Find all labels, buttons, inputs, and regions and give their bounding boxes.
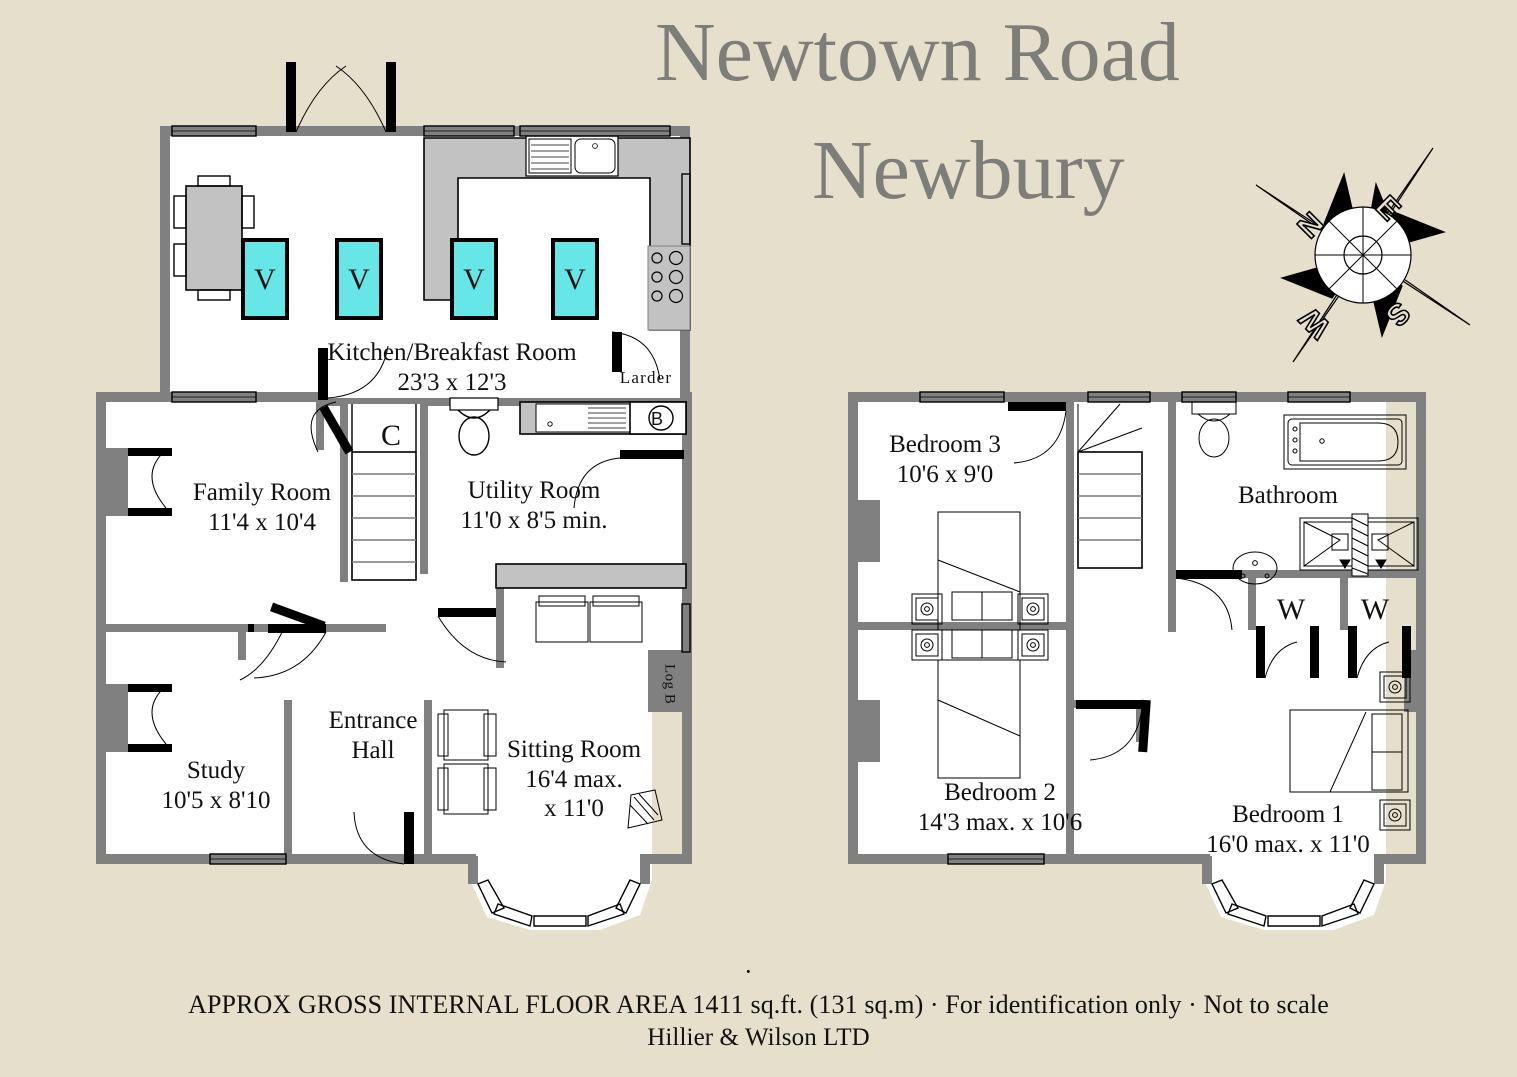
- first-floor-inner-walls: [858, 402, 1426, 862]
- kitchen-sink-icon: [525, 135, 619, 177]
- footer-line-1: APPROX GROSS INTERNAL FLOOR AREA 1411 sq…: [188, 990, 1329, 1019]
- boiler-label: B: [650, 409, 664, 429]
- kitchen-units: [423, 135, 691, 331]
- room-name-kitchen-breakfast: Kitchen/Breakfast Room: [327, 339, 577, 366]
- room-label-study: Study 10'5 x 8'10: [161, 756, 270, 815]
- room-dimensions-study: 10'5 x 8'10: [161, 786, 271, 814]
- room-label-sitting-room: Sitting Room 16'4 max. x 11'0: [507, 735, 641, 824]
- room-dimensions-bedroom-1: 16'0 max. x 11'0: [1206, 830, 1370, 858]
- room-label-bedroom-3: Bedroom 3 10'6 x 9'0: [889, 430, 1001, 489]
- room-name-entrance-hall-line1: Entrance: [328, 707, 418, 734]
- room-name-bedroom-3: Bedroom 3: [889, 431, 1001, 458]
- room-label-entrance-hall: Entrance Hall: [329, 706, 418, 765]
- larder-label: Larder: [619, 368, 673, 387]
- wardrobe-label-w2: W: [1360, 593, 1390, 626]
- bathroom-fittings: [1191, 401, 1419, 585]
- first-floor-doors: [1008, 402, 1411, 761]
- velux-marker-v4: V: [564, 263, 586, 296]
- room-dimensions-family-room: 11'4 x 10'4: [207, 508, 317, 536]
- sitting-room-furniture: [437, 595, 663, 829]
- utility-units: [495, 401, 687, 589]
- footer-dot: ·: [744, 957, 753, 986]
- compass-rose: N E S W: [1255, 147, 1471, 363]
- room-dimensions-kitchen-breakfast: 23'3 x 12'3: [397, 368, 507, 396]
- ground-doors: [128, 62, 684, 865]
- room-label-utility-room: Utility Room 11'0 x 8'5 min.: [461, 476, 608, 535]
- ground-floor-plan: [96, 62, 692, 930]
- room-dimensions-sitting-room-line1: 16'4 max.: [525, 765, 623, 793]
- first-floor-plan: [848, 391, 1426, 930]
- first-floor-fill: [854, 398, 1386, 930]
- dining-table-icon: [173, 175, 255, 301]
- room-label-bedroom-2: Bedroom 2 14'3 max. x 10'6: [918, 778, 1083, 837]
- page-title-line1: Newtown Road: [655, 6, 1180, 99]
- footer-line-2: Hillier & Wilson LTD: [647, 1024, 870, 1051]
- boiler-icon: [648, 405, 674, 431]
- room-label-bathroom: Bathroom: [1238, 481, 1338, 511]
- first-floor-stairs: [1077, 403, 1143, 569]
- room-name-study: Study: [186, 757, 246, 784]
- velux-marker-v1: V: [254, 263, 276, 296]
- velux-marker-v3: V: [463, 263, 485, 296]
- log-burner-icon: [627, 789, 663, 829]
- first-floor-windows: [919, 391, 1375, 927]
- room-name-bedroom-2: Bedroom 2: [944, 779, 1056, 806]
- room-name-utility-room: Utility Room: [467, 477, 601, 504]
- velux-markers: [241, 238, 599, 320]
- room-dimensions-sitting-room-line2: x 11'0: [544, 795, 604, 822]
- hob-icon: [651, 250, 684, 304]
- room-dimensions-utility-room: 11'0 x 8'5 min.: [460, 506, 608, 534]
- room-name-bathroom: Bathroom: [1238, 482, 1338, 509]
- velux-marker-v2: V: [348, 263, 370, 296]
- ground-stairs: [348, 404, 420, 581]
- cupboard-label: C: [380, 419, 402, 452]
- room-dimensions-bedroom-2: 14'3 max. x 10'6: [917, 808, 1083, 836]
- room-name-entrance-hall-line2: Hall: [351, 736, 395, 764]
- room-name-family-room: Family Room: [192, 479, 332, 506]
- page-title-line2: Newbury: [812, 124, 1125, 217]
- room-label-family-room: Family Room 11'4 x 10'4: [193, 478, 331, 537]
- room-name-sitting-room: Sitting Room: [506, 736, 642, 763]
- bedroom-beds: [911, 511, 1411, 831]
- room-dimensions-bedroom-3: 10'6 x 9'0: [896, 460, 994, 488]
- room-name-bedroom-1: Bedroom 1: [1232, 801, 1344, 828]
- log-burner-label: Log B: [661, 664, 678, 705]
- wc-icon: [449, 397, 499, 456]
- room-label-kitchen-breakfast: Kitchen/Breakfast Room 23'3 x 12'3: [327, 338, 576, 397]
- ground-windows: [171, 125, 691, 927]
- wardrobe-label-w1: W: [1276, 593, 1306, 626]
- room-label-bedroom-1: Bedroom 1 16'0 max. x 11'0: [1206, 800, 1370, 859]
